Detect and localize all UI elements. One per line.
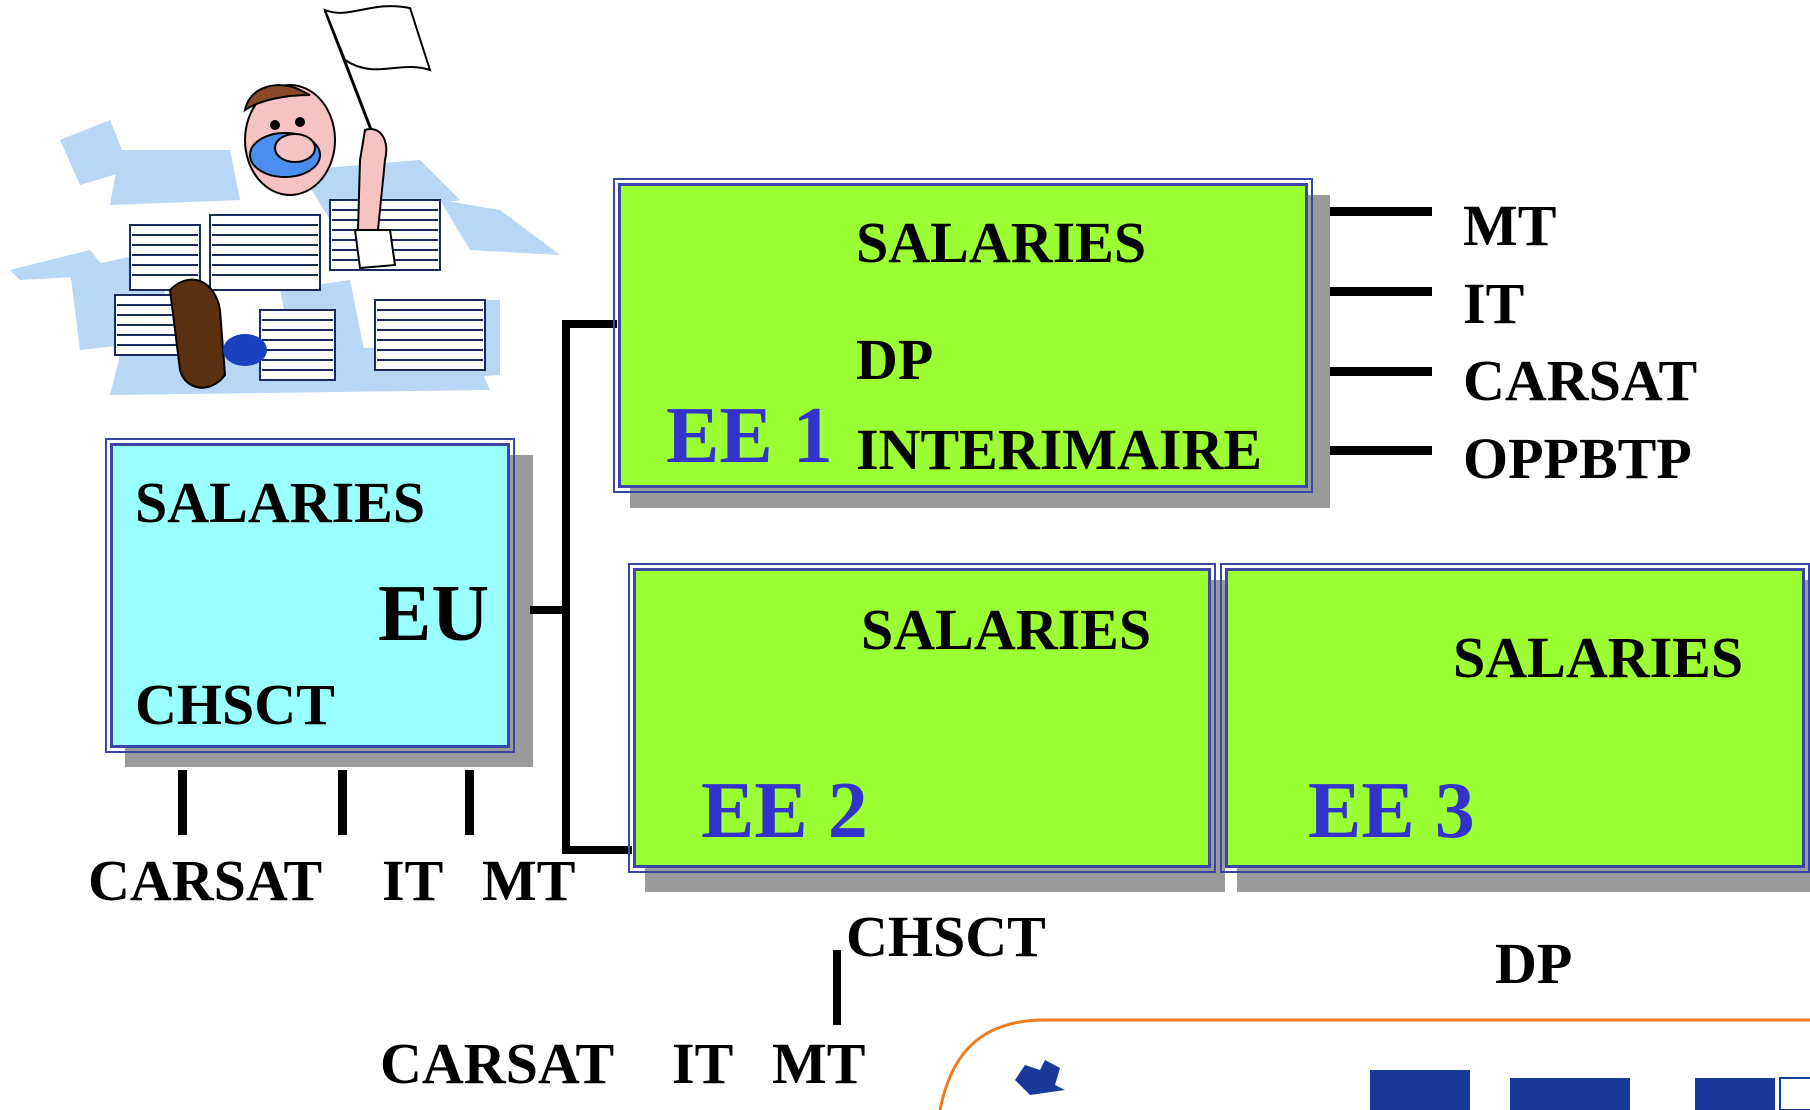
ee1-line-mt xyxy=(1330,207,1432,216)
eu-below-mt: MT xyxy=(482,848,576,913)
ee2-bottom-carsat: CARSAT xyxy=(380,1031,615,1096)
ee1-line-oppbtp xyxy=(1330,446,1432,455)
ee1-box: SALARIES DP EE 1 INTERIMAIRE xyxy=(613,178,1313,493)
connector-eu-stub xyxy=(530,606,566,614)
eu-below-it: IT xyxy=(382,848,444,913)
ee2-row-salaries: SALARIES xyxy=(861,597,1152,662)
ee1-row-dp: DP xyxy=(856,327,934,392)
ee2-tick xyxy=(833,950,841,1025)
eu-big-label: EU xyxy=(378,570,490,658)
eu-tick-mt xyxy=(465,770,474,835)
ee1-right-oppbtp: OPPBTP xyxy=(1463,426,1692,491)
ee1-row-interimaire: INTERIMAIRE xyxy=(856,417,1263,482)
ee1-title: EE 1 xyxy=(666,392,833,480)
ee3-below-dp: DP xyxy=(1495,931,1573,996)
eu-tick-carsat xyxy=(178,770,187,835)
ee2-title: EE 2 xyxy=(701,767,868,855)
ee2-bottom-it: IT xyxy=(672,1031,734,1096)
ee1-right-carsat: CARSAT xyxy=(1463,348,1698,413)
partner-logos-strip-icon xyxy=(938,1018,1810,1110)
eu-below-carsat: CARSAT xyxy=(88,848,323,913)
ee2-box: SALARIES EE 2 xyxy=(628,563,1216,873)
eu-chsct-label: CHSCT xyxy=(135,672,335,737)
connector-vertical xyxy=(562,320,570,854)
connector-to-ee2 xyxy=(562,846,632,854)
connector-to-ee1 xyxy=(562,320,617,328)
ee2-below-chsct: CHSCT xyxy=(846,904,1046,969)
ee2-bottom-mt: MT xyxy=(772,1031,866,1096)
ee1-row-salaries: SALARIES xyxy=(856,210,1147,275)
eu-tick-it xyxy=(338,770,347,835)
ee3-row-salaries: SALARIES xyxy=(1453,625,1744,690)
clipart-man-with-flag-icon xyxy=(10,5,560,395)
ee1-right-mt: MT xyxy=(1463,193,1557,258)
ee3-title: EE 3 xyxy=(1308,767,1475,855)
ee1-line-it xyxy=(1330,287,1432,296)
ee1-line-carsat xyxy=(1330,367,1432,376)
ee3-box: SALARIES EE 3 xyxy=(1220,563,1810,873)
ee1-right-it: IT xyxy=(1463,271,1525,336)
eu-box: SALARIES EU CHSCT xyxy=(105,438,515,753)
eu-salaries-label: SALARIES xyxy=(135,470,426,535)
